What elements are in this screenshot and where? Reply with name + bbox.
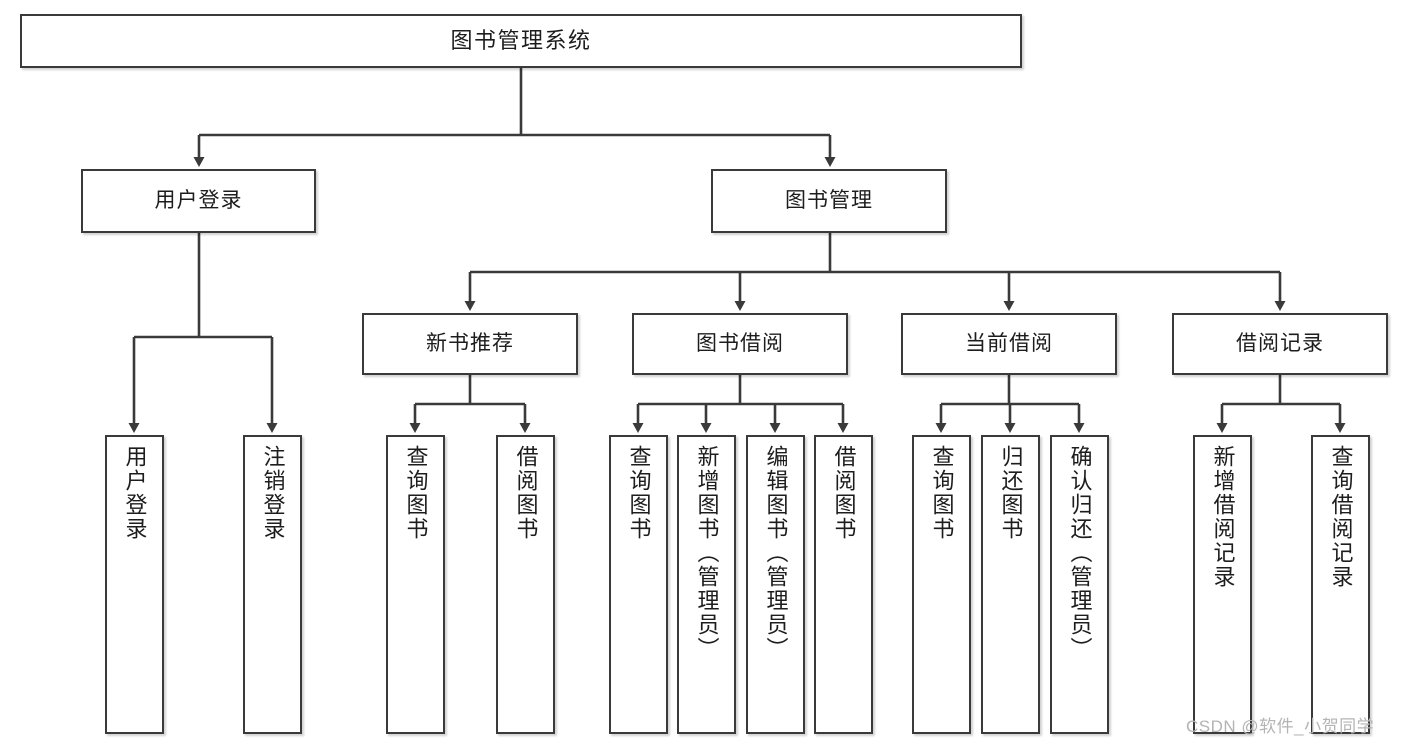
node-leaf-borrow-book-1[interactable]: 借阅图书 xyxy=(496,435,555,734)
node-label: 用户登录 xyxy=(154,188,243,212)
csdn-watermark: CSDN @软件_小贺同学 xyxy=(1186,717,1375,736)
node-new-book-recommend[interactable]: 新书推荐 xyxy=(362,313,578,375)
node-book-management[interactable]: 图书管理 xyxy=(711,169,947,233)
node-label: 当前借阅 xyxy=(965,331,1053,355)
node-label: 查询图书 xyxy=(403,445,429,541)
node-label: 新书推荐 xyxy=(426,331,514,355)
node-leaf-edit-book-admin[interactable]: 编辑图书（管理员） xyxy=(746,435,805,734)
node-label: 借阅图书 xyxy=(831,445,857,541)
node-label: 用户登录 xyxy=(122,445,148,541)
node-leaf-confirm-return-admin[interactable]: 确认归还（管理员） xyxy=(1050,435,1109,734)
node-leaf-borrow-book-2[interactable]: 借阅图书 xyxy=(814,435,873,734)
node-book-management-system[interactable]: 图书管理系统 xyxy=(20,14,1022,68)
node-label: 借阅记录 xyxy=(1236,331,1324,355)
node-label: 借阅图书 xyxy=(513,445,539,541)
node-label: 确认归还（管理员） xyxy=(1067,445,1093,661)
node-label: 查询图书 xyxy=(929,445,955,541)
node-leaf-add-book-admin[interactable]: 新增图书（管理员） xyxy=(677,435,736,734)
node-current-borrow[interactable]: 当前借阅 xyxy=(901,313,1117,375)
node-leaf-query-book-3[interactable]: 查询图书 xyxy=(912,435,971,734)
node-label: 归还图书 xyxy=(998,445,1024,541)
node-leaf-return-book[interactable]: 归还图书 xyxy=(981,435,1040,734)
node-leaf-query-borrow-record[interactable]: 查询借阅记录 xyxy=(1311,435,1370,734)
node-leaf-logout-login[interactable]: 注销登录 xyxy=(243,435,302,734)
node-label: 图书管理系统 xyxy=(450,28,592,54)
node-label: 新增图书（管理员） xyxy=(694,445,720,661)
node-user-login[interactable]: 用户登录 xyxy=(81,169,316,233)
node-leaf-query-book-1[interactable]: 查询图书 xyxy=(386,435,445,734)
node-borrow-record[interactable]: 借阅记录 xyxy=(1172,313,1388,375)
node-label: 查询图书 xyxy=(626,445,652,541)
node-book-borrow[interactable]: 图书借阅 xyxy=(632,313,848,375)
node-label: 编辑图书（管理员） xyxy=(763,445,789,661)
node-leaf-user-login[interactable]: 用户登录 xyxy=(105,435,164,734)
node-leaf-add-borrow-record[interactable]: 新增借阅记录 xyxy=(1193,435,1252,734)
node-label: 图书管理 xyxy=(785,188,873,212)
node-label: 查询借阅记录 xyxy=(1328,445,1354,589)
node-label: 注销登录 xyxy=(260,445,286,541)
node-leaf-query-book-2[interactable]: 查询图书 xyxy=(609,435,668,734)
node-label: 新增借阅记录 xyxy=(1210,445,1236,589)
node-label: 图书借阅 xyxy=(696,331,784,355)
